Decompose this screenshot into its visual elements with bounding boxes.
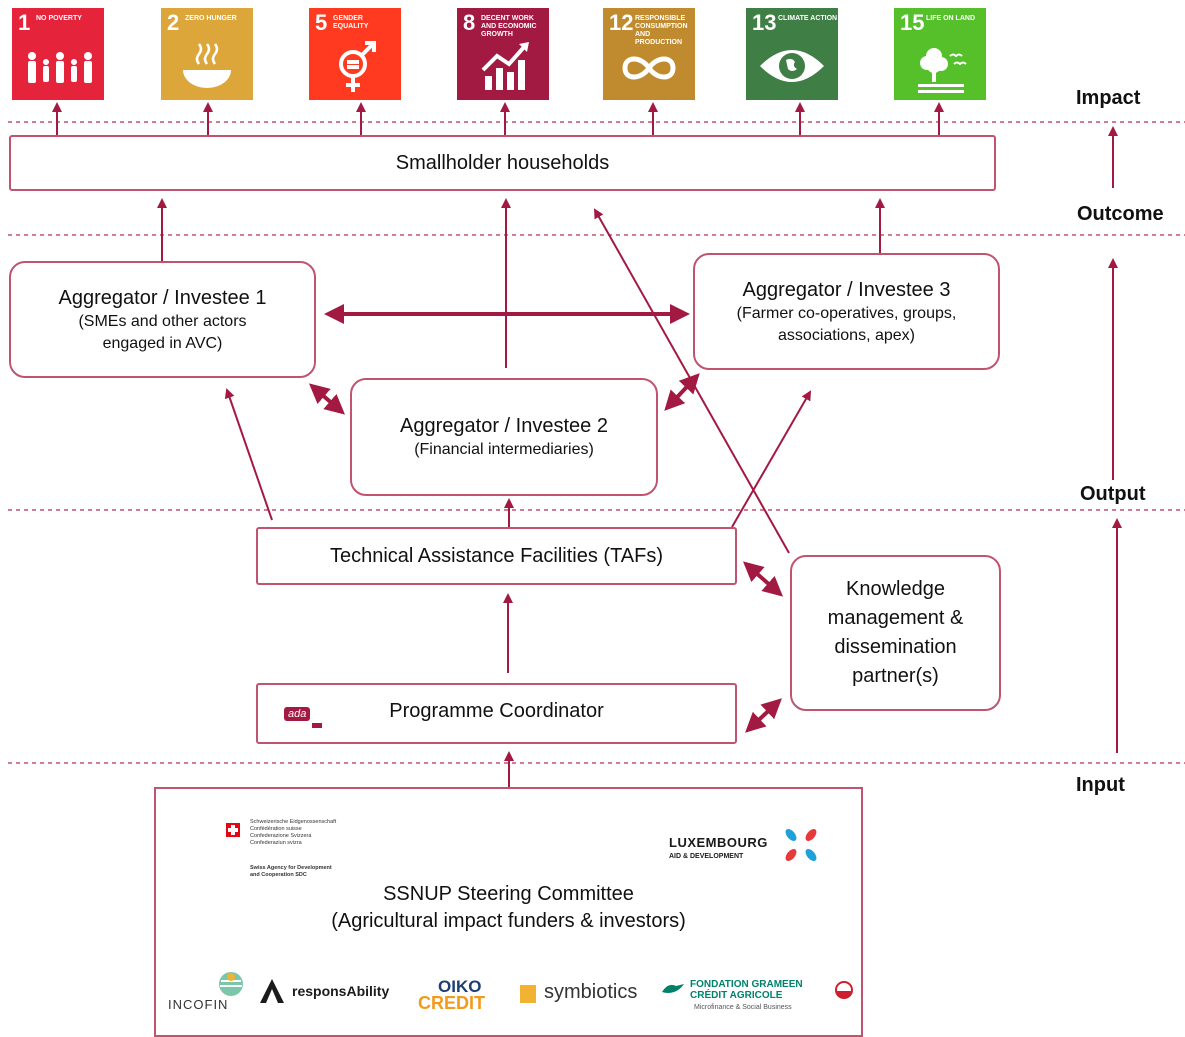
- sdg-label: No Poverty: [36, 15, 82, 22]
- lux-main: LUXEMBOURG: [669, 835, 768, 850]
- responsability-text: responsAbility: [292, 983, 390, 999]
- level-label-outcome: Outcome: [1077, 203, 1164, 225]
- steering-committee-box: Schweizerische Eidgenossenschaft Confédé…: [154, 787, 863, 1037]
- steering-committee-title: SSNUP Steering Committee: [383, 883, 634, 905]
- double-arrow-inv1-inv2: [308, 383, 346, 415]
- eye-globe-icon: [760, 50, 824, 82]
- grameen-line-1: FONDATION GRAMEEN: [690, 979, 803, 990]
- symbiotics-logo: symbiotics: [520, 981, 650, 1011]
- sdg-number: 12: [609, 10, 634, 35]
- investee-1-box: Aggregator / Investee 1 (SMEs and other …: [9, 261, 316, 378]
- steering-committee-subtitle: (Agricultural impact funders & investors…: [331, 910, 686, 932]
- swiss-line-4: Confederaziun svizra: [250, 840, 302, 846]
- sdg-tile-1: 1 No Poverty: [12, 8, 104, 100]
- swiss-flag-icon: [226, 823, 240, 837]
- symbiotics-mark-icon: [520, 985, 536, 1003]
- incofin-globe-icon: [219, 972, 243, 996]
- swiss-confederation-logo: Schweizerische Eidgenossenschaft Confédé…: [226, 817, 376, 883]
- sdg-number: 2: [167, 10, 180, 35]
- sdg-tile-13: 13 Climate Action: [746, 8, 838, 100]
- smallholder-households-label: Smallholder households: [395, 152, 610, 174]
- sdg-tile-5: 5 Gender Equality: [309, 8, 401, 100]
- investee-1-subtitle: (SMEs and other actors engaged in AVC): [78, 312, 247, 352]
- investee-3-box: Aggregator / Investee 3 (Farmer co-opera…: [693, 253, 1000, 370]
- grameen-flag-icon: [835, 981, 853, 999]
- ada-logo-text: ada: [284, 707, 311, 721]
- fondation-grameen-logo: FONDATION GRAMEEN CRÉDIT AGRICOLE Microf…: [660, 977, 860, 1017]
- sdg-number: 1: [18, 10, 31, 35]
- investee-3-title: Aggregator / Investee 3: [742, 278, 951, 301]
- sdg-label: Zero Hunger: [185, 15, 237, 22]
- responsability-mark-icon: [260, 979, 284, 1003]
- grameen-line-3: Microfinance & Social Business: [694, 1004, 792, 1011]
- oiko-bottom: CREDIT: [418, 993, 485, 1013]
- luxembourg-aid-logo: LUXEMBOURG AID & DEVELOPMENT: [669, 825, 829, 869]
- oikocredit-logo: OIKO CREDIT: [416, 973, 506, 1017]
- double-arrow-tafs-knowledge: [743, 561, 783, 597]
- sdg-tile-2: 2 Zero Hunger: [161, 8, 253, 100]
- symbiotics-text: symbiotics: [544, 981, 638, 1003]
- level-label-input: Input: [1076, 774, 1125, 796]
- tafs-box: Technical Assistance Facilities (TAFs): [256, 527, 737, 585]
- family-icon: [28, 52, 92, 83]
- sdg-label: Decent Work and Economic Growth: [481, 15, 537, 38]
- bowl-icon: [183, 43, 231, 88]
- lux-star-icon: [785, 829, 817, 861]
- sdg-label: Gender Equality: [333, 15, 369, 30]
- sdg-tile-12: 12 Responsible Consumption and Productio…: [603, 8, 695, 100]
- sdg-label: Responsible Consumption and Production: [635, 15, 688, 46]
- sdg-label: Climate Action: [778, 15, 838, 22]
- smallholder-households-box: Smallholder households: [9, 135, 996, 191]
- level-label-output: Output: [1080, 483, 1146, 505]
- swiss-sdc-2: and Cooperation SDC: [250, 872, 307, 878]
- investee-1-title: Aggregator / Investee 1: [58, 286, 267, 309]
- incofin-logo: INCOFIN: [168, 969, 244, 1015]
- investee-2-box: Aggregator / Investee 2 (Financial inter…: [350, 378, 658, 496]
- investee-3-subtitle: (Farmer co-operatives, groups, associati…: [736, 304, 957, 344]
- sdg-number: 13: [752, 10, 777, 35]
- arrow-tafs-inv1: [224, 388, 273, 521]
- programme-coordinator-box: Programme Coordinator ada: [256, 683, 737, 744]
- swiss-line-3: Confederazione Svizzera: [250, 833, 312, 839]
- responsability-logo: responsAbility: [258, 977, 408, 1011]
- swiss-line-2: Confédération suisse: [250, 826, 302, 832]
- lux-sub: AID & DEVELOPMENT: [669, 853, 744, 860]
- swiss-sdc-1: Swiss Agency for Development: [250, 865, 332, 871]
- infinity-icon: [622, 56, 676, 80]
- arrow-tafs-inv3: [731, 390, 812, 528]
- knowledge-partner-box: Knowledge management & dissemination par…: [790, 555, 1001, 711]
- sdg-label: Life on Land: [926, 15, 975, 22]
- sdg-tile-15: 15 Life on Land: [894, 8, 986, 100]
- oiko-top: OIKO: [438, 977, 482, 996]
- swiss-line-1: Schweizerische Eidgenossenschaft: [250, 819, 337, 825]
- sdg-number: 8: [463, 10, 476, 35]
- ca-mark-icon: [662, 984, 684, 993]
- level-label-impact: Impact: [1076, 87, 1141, 109]
- growth-chart-icon: [481, 42, 529, 90]
- sdg-number: 15: [900, 10, 925, 35]
- grameen-line-2: CRÉDIT AGRICOLE: [690, 990, 783, 1001]
- sdg-tile-8: 8 Decent Work and Economic Growth: [457, 8, 549, 100]
- incofin-text: INCOFIN: [168, 997, 229, 1012]
- double-arrow-coordinator-knowledge: [745, 698, 782, 733]
- gender-icon: [339, 41, 376, 92]
- double-arrow-inv2-inv3: [664, 373, 700, 411]
- programme-coordinator-label: Programme Coordinator: [389, 699, 604, 722]
- investee-2-subtitle: (Financial intermediaries): [414, 441, 594, 458]
- investee-2-title: Aggregator / Investee 2: [400, 415, 608, 437]
- tree-icon: [918, 48, 967, 93]
- sdg-number: 5: [315, 10, 328, 35]
- knowledge-partner-label: Knowledge management & dissemination par…: [827, 578, 964, 687]
- ada-logo: ada: [284, 707, 322, 731]
- tafs-label: Technical Assistance Facilities (TAFs): [329, 545, 664, 567]
